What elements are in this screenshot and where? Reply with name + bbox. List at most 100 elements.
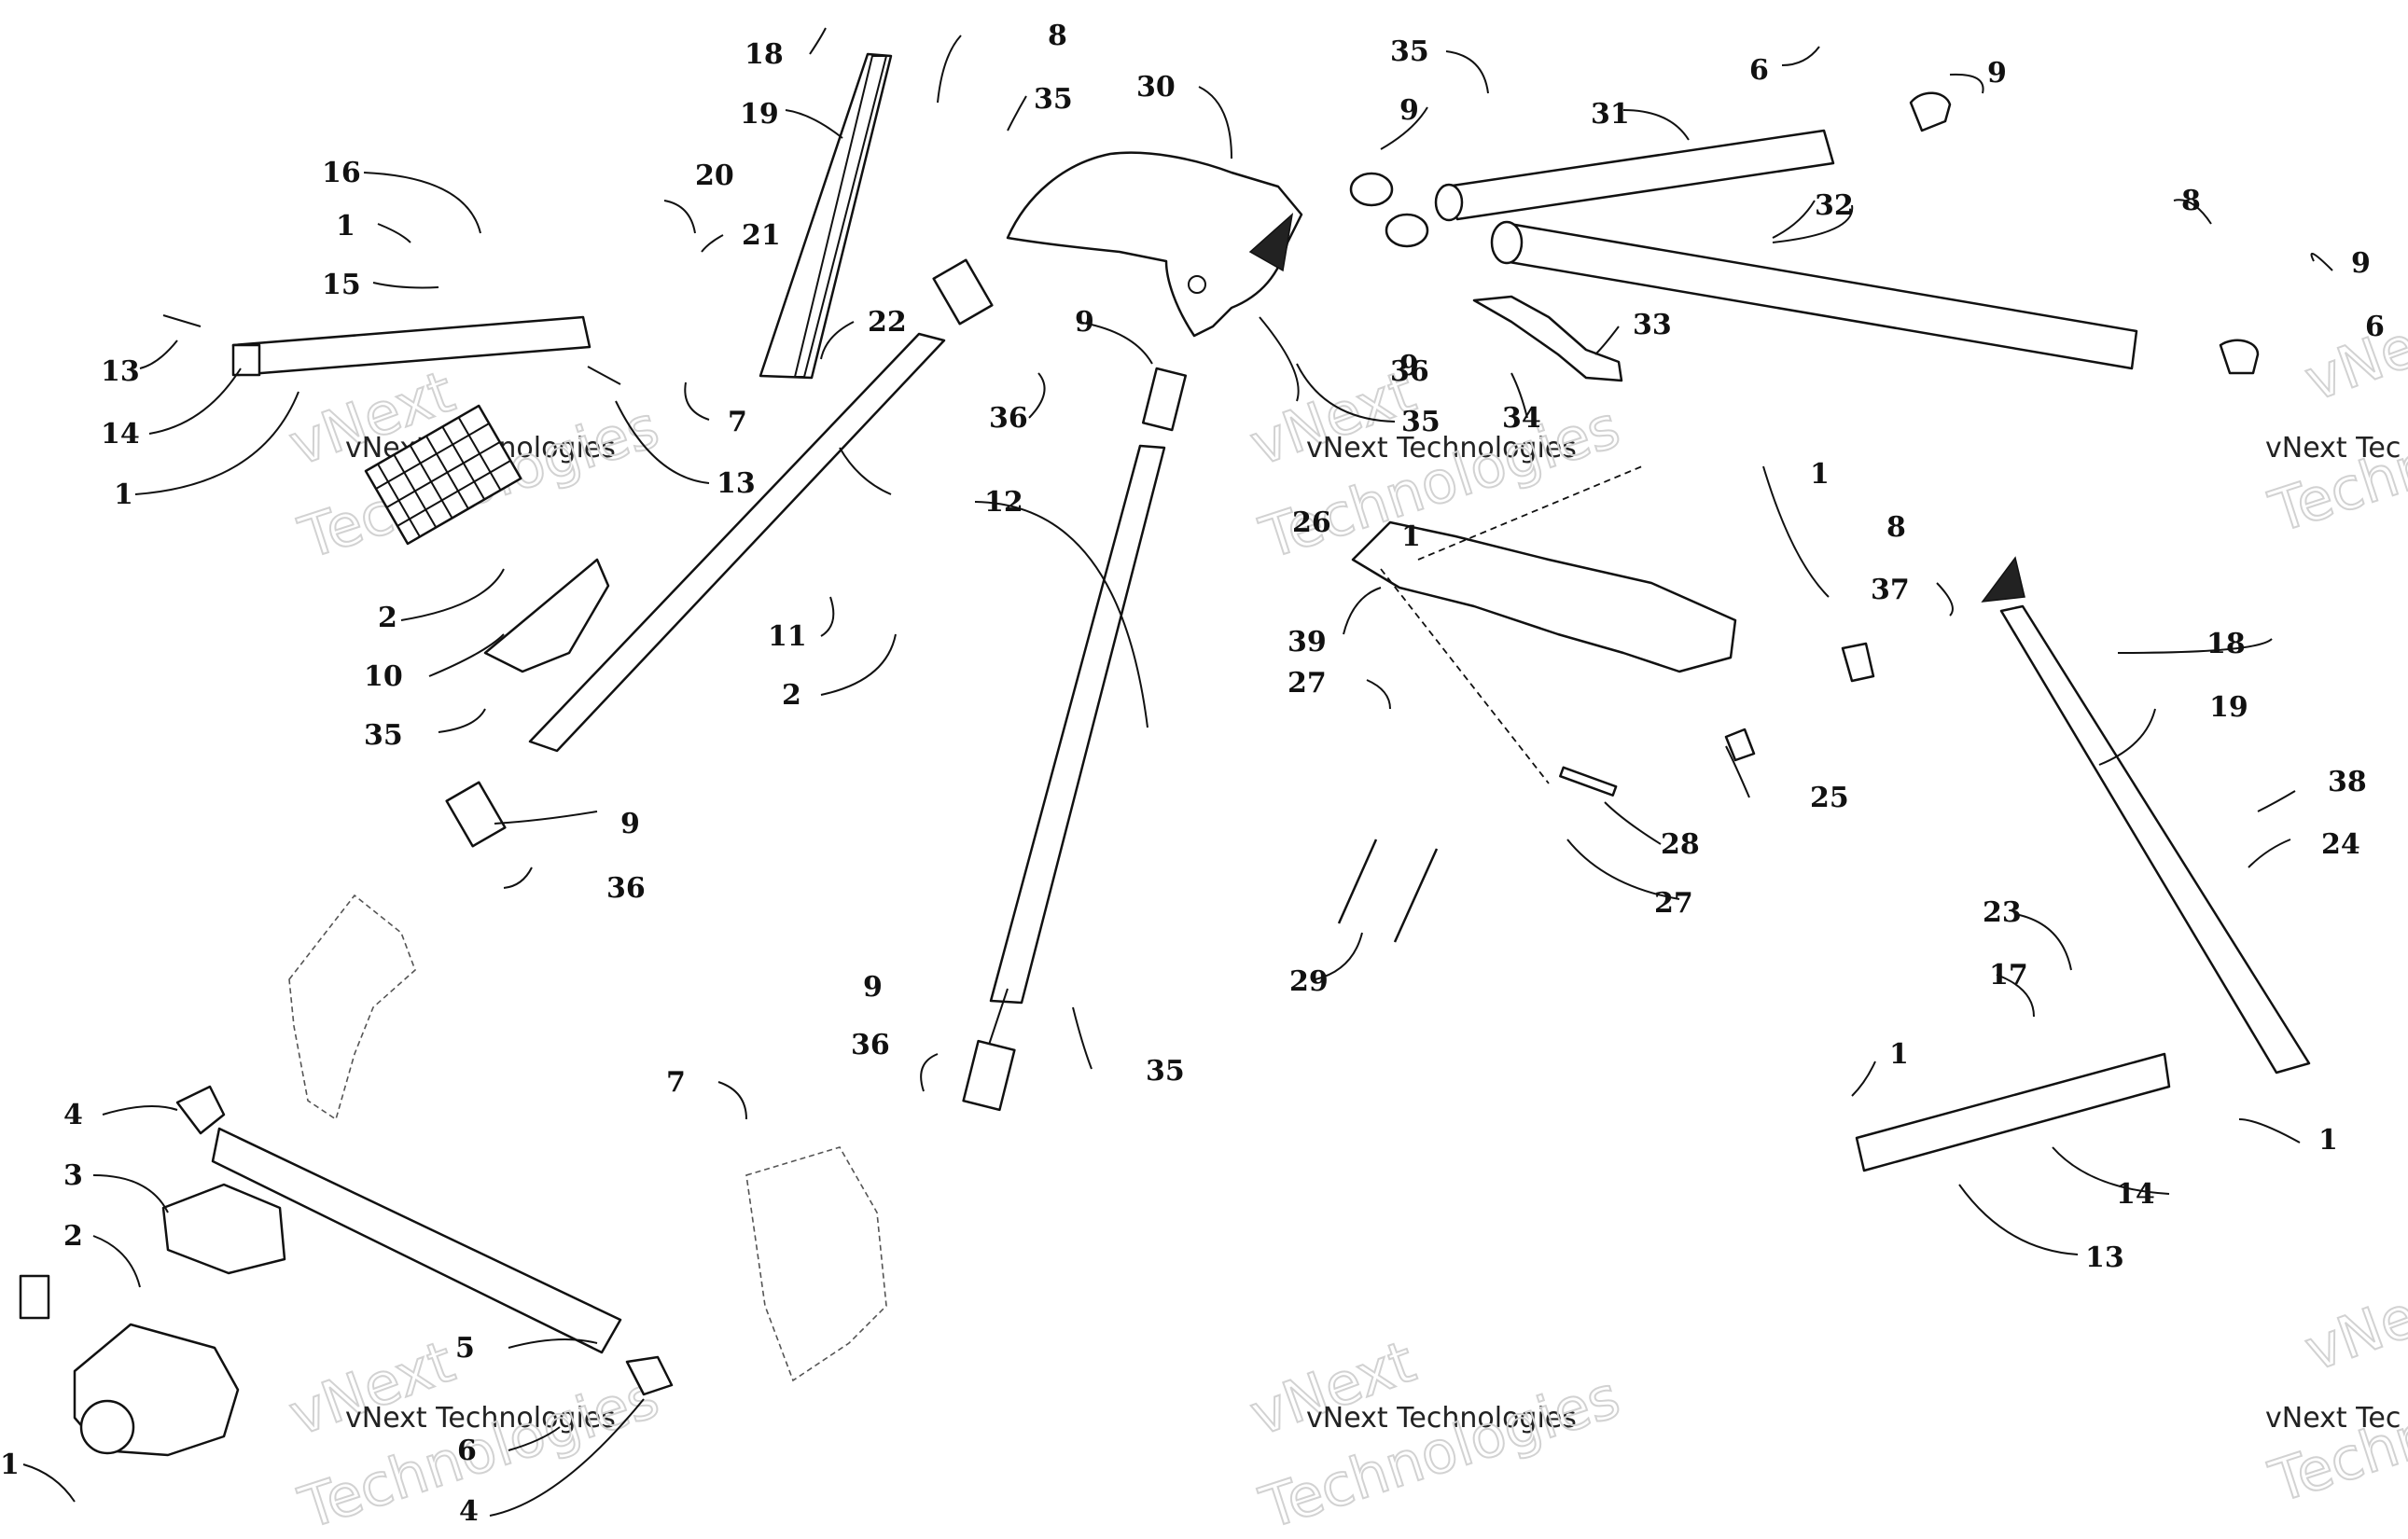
callout-label: 12 [984, 486, 1023, 519]
callout-label: 2 [63, 1220, 83, 1253]
callout-label: 30 [1136, 71, 1176, 104]
callout-labels: 18 8 19 35 30 35 9 31 6 9 16 1 15 20 21 … [0, 20, 2385, 1528]
bolt-29 [1337, 839, 1378, 924]
callout-label: 37 [1871, 574, 1910, 606]
callout-label: 18 [745, 38, 784, 71]
callout-label: 1 [2318, 1124, 2338, 1157]
watermark-text: vNext Tec [2265, 1402, 2401, 1435]
part-9-cap [1385, 213, 1429, 248]
callout-label: 8 [1048, 20, 1067, 52]
watermark-text: vNext Tec [2265, 432, 2401, 464]
callout-label: 6 [1749, 54, 1769, 87]
callout-label: 9 [2351, 247, 2371, 280]
callout-label: 14 [101, 418, 140, 451]
callout-label: 21 [742, 219, 781, 252]
callout-label: 22 [868, 306, 907, 339]
callout-label: 1 [1401, 520, 1421, 553]
callout-label: 13 [2085, 1241, 2124, 1274]
watermark: vNext vNext Technologies Technologies [1241, 1326, 1629, 1539]
parts [19, 52, 2311, 1457]
callout-label: 20 [695, 159, 734, 192]
callout-label: 35 [1146, 1055, 1185, 1088]
callout-label: 8 [2181, 185, 2201, 217]
part-3-bracket [161, 1183, 286, 1275]
bolt-29 [1393, 848, 1439, 943]
callout-label: 11 [768, 620, 807, 653]
part-31-tube-end [1434, 183, 1464, 222]
callout-label: 4 [63, 1099, 83, 1131]
motor-assembly-end [79, 1399, 135, 1455]
callout-label: 9 [620, 808, 640, 840]
part-5-bar [211, 1127, 622, 1354]
part-9-cap [1349, 172, 1394, 207]
callout-label: 35 [1390, 35, 1429, 68]
callout-label: 5 [455, 1332, 475, 1365]
callout-label: 8 [1886, 511, 1906, 544]
part-12-tube-left [528, 332, 946, 753]
watermark-big-prefix: vNe [2296, 312, 2408, 414]
callout-label: 18 [2206, 628, 2246, 660]
callout-label: 9 [1399, 94, 1419, 127]
watermark-big-prefix: vNe [2296, 1282, 2408, 1384]
part-30-bore [1188, 275, 1206, 294]
arrow-marker [1981, 556, 2025, 603]
part-32-tube-end [1490, 220, 1524, 265]
callout-label: 1 [114, 478, 133, 511]
callout-label: 1 [0, 1449, 20, 1481]
callout-label: 26 [1292, 506, 1331, 539]
callout-label: 25 [1810, 782, 1849, 814]
callout-label: 3 [63, 1159, 83, 1192]
callout-label: 13 [101, 355, 140, 388]
watermark: vNe vNext Tec Techno [2261, 311, 2408, 547]
part-12-tube-center [989, 444, 1166, 1005]
callout-label: 14 [2116, 1178, 2155, 1211]
leader-lines [22, 27, 2333, 1517]
connector [19, 1274, 50, 1320]
part-14-bar-end [231, 343, 261, 377]
part-9-coupler [932, 258, 994, 326]
callout-label: 34 [1502, 402, 1541, 435]
callout-label: 27 [1654, 887, 1693, 920]
callout-label: 4 [459, 1495, 479, 1528]
part-37-clip [1841, 642, 1875, 683]
callout-label: 6 [2365, 311, 2385, 343]
callout-label: 15 [322, 269, 361, 301]
part-9-clamp [1909, 91, 1952, 132]
part-33-bracket [1472, 295, 1623, 382]
callout-label: 2 [378, 602, 397, 634]
dashed-leader [1380, 568, 1550, 784]
ghost-mount-center [745, 1146, 887, 1382]
callout-label: 28 [1661, 828, 1700, 861]
watermarks: vNext vNext Technologies Technologies vN… [280, 311, 2408, 1539]
callout-label: 17 [1989, 959, 2028, 991]
part-30-housing [1006, 151, 1303, 338]
bolt-13 [587, 366, 621, 385]
callout-label: 36 [1390, 355, 1429, 388]
callout-label: 35 [364, 719, 403, 752]
callout-label: 29 [1289, 965, 1329, 998]
callout-label: 24 [2321, 828, 2360, 861]
callout-label: 35 [1034, 83, 1073, 116]
arrow-marker [1248, 213, 1294, 272]
part-26-bracket [1351, 520, 1737, 673]
part-9-coupler [962, 1039, 1016, 1112]
callout-label: 32 [1815, 189, 1854, 222]
callout-label: 6 [457, 1435, 477, 1467]
watermark-text: vNext Technologies [345, 1402, 616, 1435]
part-28-pin [1559, 766, 1618, 797]
part-25-pad [1724, 728, 1756, 762]
callout-label: 9 [1399, 350, 1419, 382]
part-4-clamp [625, 1355, 674, 1396]
watermark: vNe vNext Tec Techno [2261, 1281, 2408, 1517]
callout-label: 10 [364, 660, 403, 693]
callout-label: 35 [1401, 406, 1441, 438]
part-9-clamp [2219, 339, 2260, 375]
callout-label: 36 [989, 402, 1028, 435]
callout-label: 31 [1591, 98, 1630, 131]
part-31-tube [1444, 129, 1835, 221]
callout-label: 36 [606, 872, 646, 905]
callout-label: 36 [851, 1029, 890, 1061]
part-14-bar-right [1855, 1052, 2171, 1172]
part-9-coupler [1141, 367, 1188, 432]
